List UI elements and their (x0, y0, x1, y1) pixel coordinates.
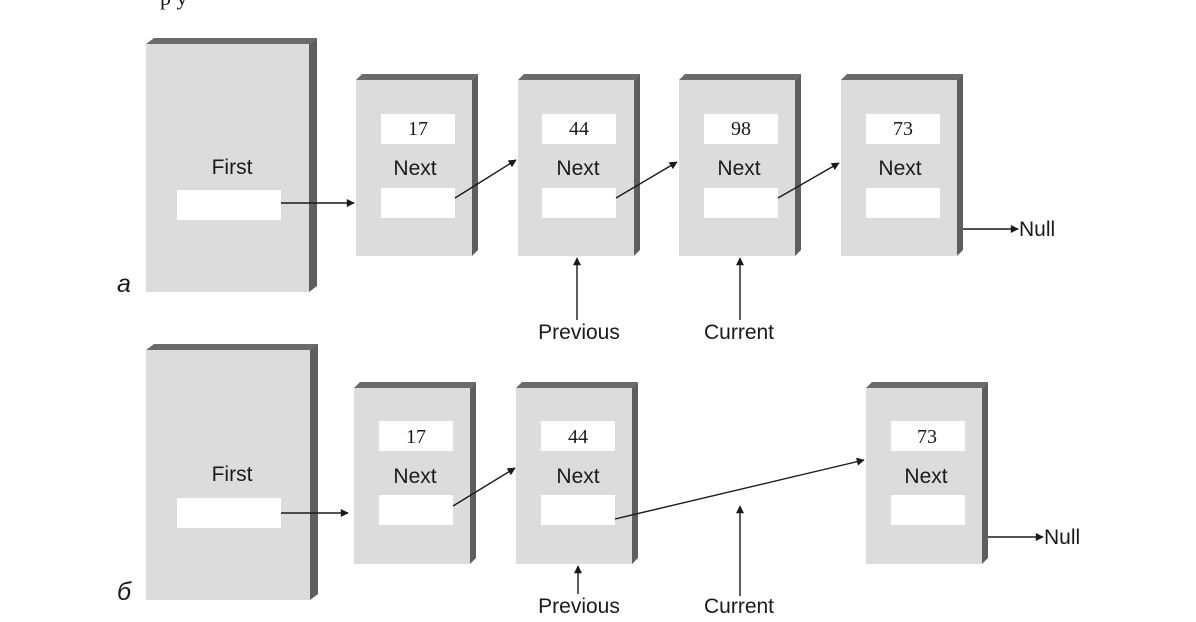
first-box: First (146, 38, 317, 292)
next-label: Next (717, 157, 760, 180)
node-box: 44 Next (516, 382, 638, 564)
node-box: 17 Next (356, 74, 478, 256)
node-value-field (379, 421, 453, 451)
node-value: 73 (917, 426, 937, 448)
next-label: Next (393, 465, 436, 488)
next-label: Next (393, 157, 436, 180)
null-label: Null (1044, 526, 1080, 549)
first-pointer-field (177, 190, 281, 220)
next-pointer-field (866, 188, 940, 218)
first-pointer-field (177, 498, 281, 528)
node-value: 73 (893, 118, 913, 140)
panel-a: First 17 Next 44 Next (117, 38, 1055, 344)
next-pointer-field (704, 188, 778, 218)
next-pointer-field (891, 495, 965, 525)
node-value: 44 (568, 426, 588, 448)
previous-label: Previous (538, 321, 620, 344)
cut-off-text: p y (160, 0, 188, 10)
node-value: 17 (406, 426, 426, 448)
current-label: Current (704, 321, 774, 344)
first-box: First (146, 344, 318, 600)
next-pointer-field (542, 188, 616, 218)
node-box: 73 Next (866, 382, 988, 564)
next-label: Next (556, 465, 599, 488)
node-value-field (542, 114, 616, 144)
next-label: Next (904, 465, 947, 488)
next-pointer-field (381, 188, 455, 218)
pointer-arrow (615, 161, 678, 199)
current-label: Current (704, 595, 774, 618)
node-box: 73 Next (841, 74, 963, 256)
pointer-arrow (454, 159, 517, 199)
first-label: First (212, 156, 253, 179)
next-label: Next (556, 157, 599, 180)
node-value-field (381, 114, 455, 144)
node-value-field (704, 114, 778, 144)
pointer-arrow (777, 162, 840, 199)
node-value-field (866, 114, 940, 144)
next-label: Next (878, 157, 921, 180)
node-value: 98 (731, 118, 751, 140)
node-value-field (891, 421, 965, 451)
panel-letter: б (117, 578, 132, 606)
node-box: 98 Next (679, 74, 801, 256)
previous-label: Previous (538, 595, 620, 618)
panel-letter: а (117, 270, 131, 298)
node-value: 44 (569, 118, 589, 140)
first-label: First (212, 463, 253, 486)
node-value-field (541, 421, 615, 451)
next-pointer-field (541, 495, 615, 525)
node-box: 17 Next (354, 382, 476, 564)
node-value: 17 (408, 118, 428, 140)
null-label: Null (1019, 218, 1055, 241)
pointer-arrow (452, 467, 516, 507)
pointer-arrow (614, 457, 865, 520)
node-box: 44 Next (518, 74, 640, 256)
next-pointer-field (379, 495, 453, 525)
panel-b: First 17 Next 44 Next (117, 344, 1080, 618)
